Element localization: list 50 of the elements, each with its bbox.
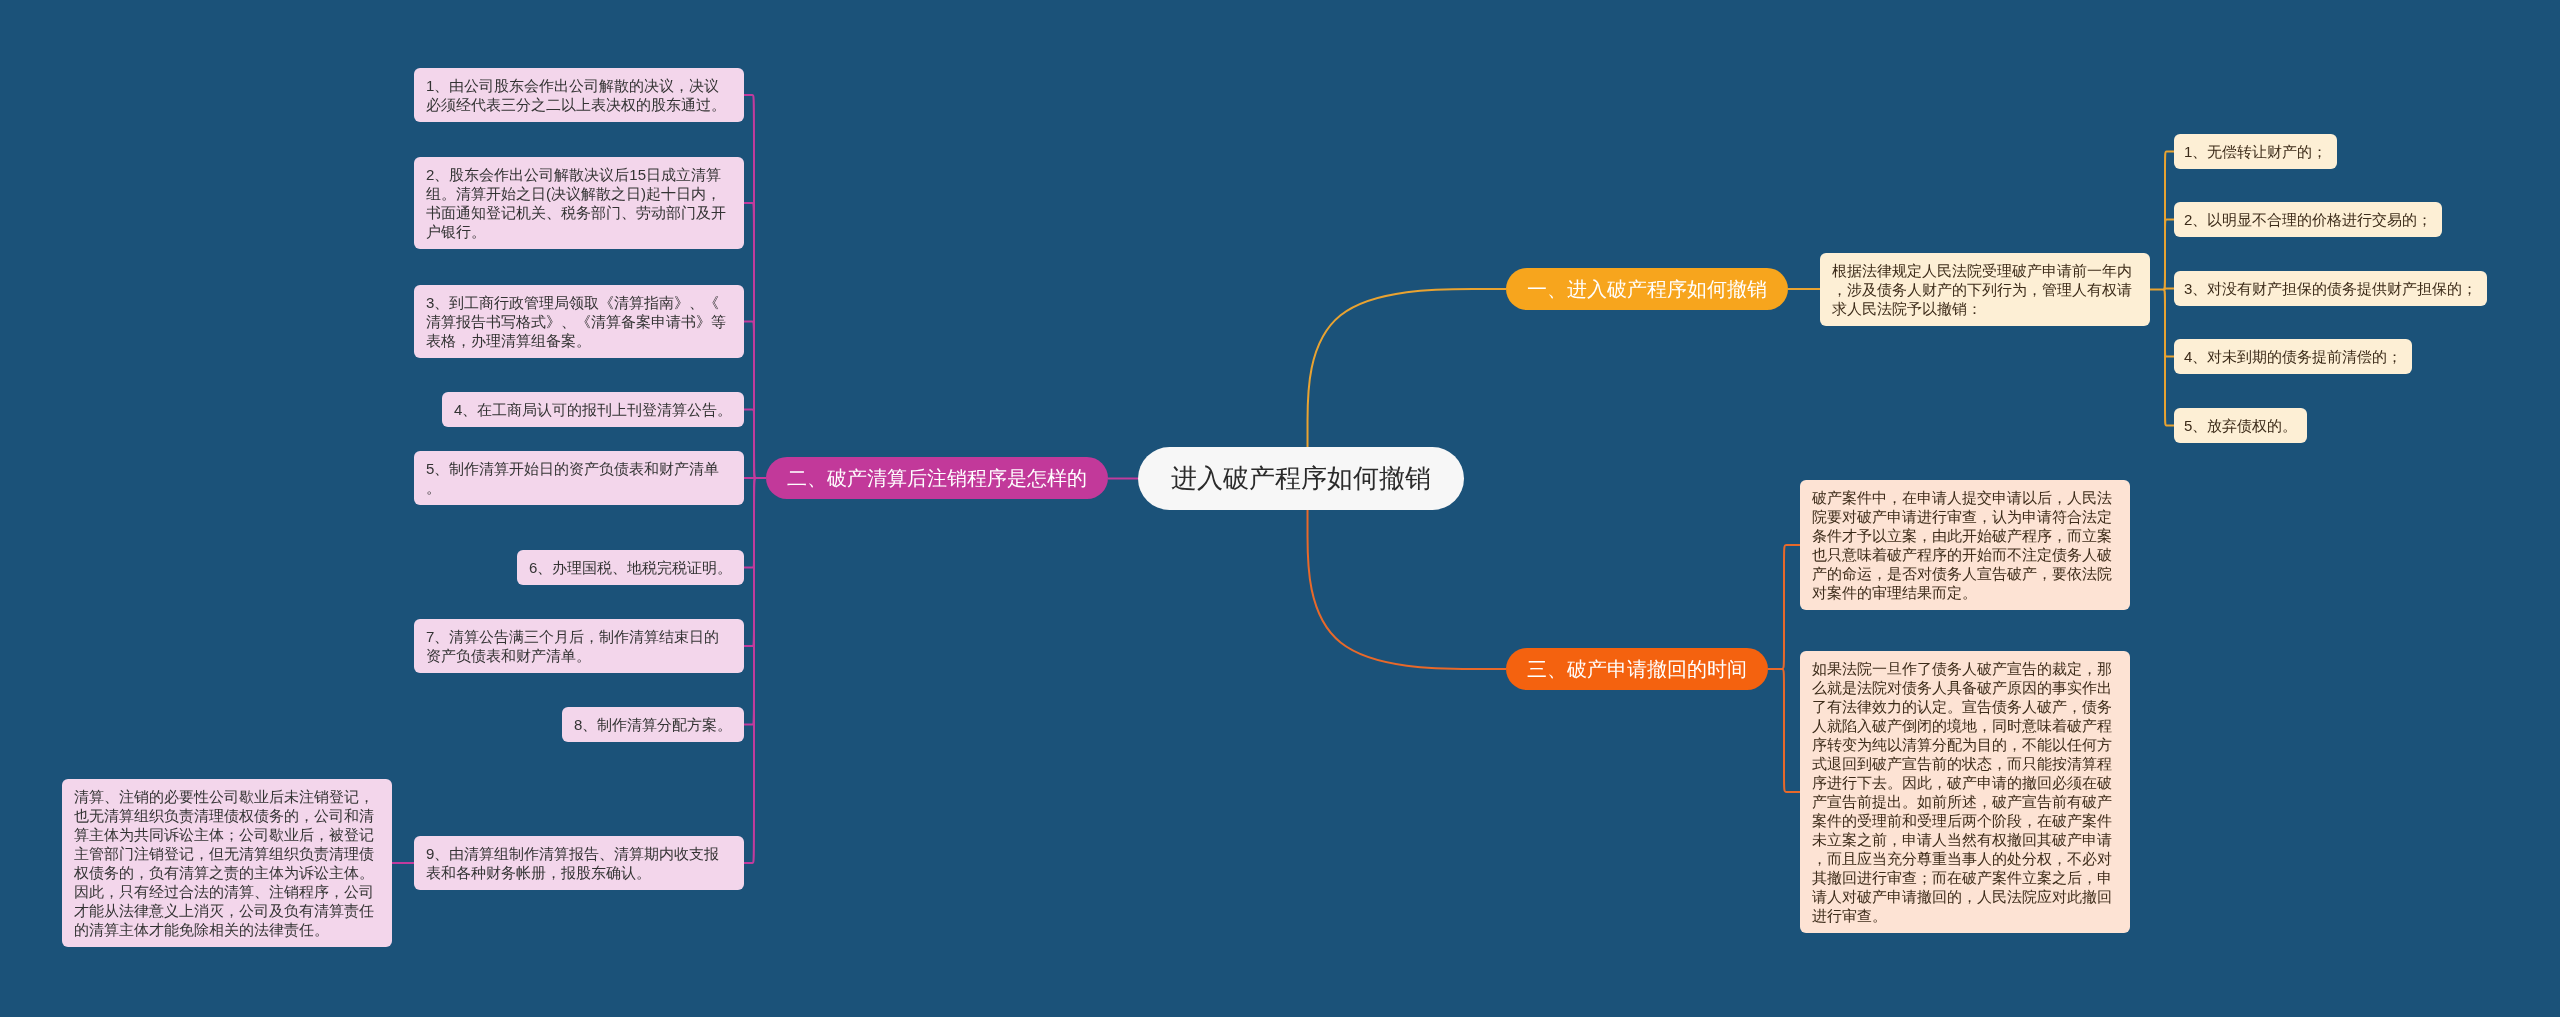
- list-item-text: 3、对没有财产担保的债务提供财产担保的；: [2184, 279, 2478, 298]
- note-card: [414, 68, 744, 122]
- branch-text: 三、破产申请撤回的时间: [1527, 657, 1747, 681]
- note-card: [414, 157, 744, 249]
- note-text: 根据法律规定人民法院受理破产申请前一年内，涉及债务人财产的下列行为，管理人有权请求人民法院予以撤销：: [1832, 261, 2133, 318]
- note-text: 9、由清算组制作清算报告、清算期内收支报表和各种财务帐册，报股东确认。: [426, 844, 721, 882]
- list-item-text: 2、以明显不合理的价格进行交易的；: [2184, 210, 2433, 229]
- topic-text: 进入破产程序如何撤销: [1171, 462, 1431, 495]
- branch-topic: [766, 457, 1108, 499]
- branch-topic: [1506, 268, 1788, 310]
- list-item-card: [2174, 134, 2338, 169]
- note-card: [517, 550, 745, 585]
- note-text: 4、在工商局认可的报刊上刊登清算公告。: [454, 400, 733, 419]
- note-card: [62, 779, 392, 947]
- connector-line: [1767, 544, 1801, 793]
- note-text: 6、办理国税、地税完税证明。: [529, 558, 733, 577]
- note-text: 3、到工商行政管理局领取《清算指南》、《清算报告书写格式》、《清算备案申请书》等表格，办理清算组备案。: [426, 293, 727, 350]
- note-text: 7、清算公告满三个月后，制作清算结束日的资产负债表和财产清单。: [426, 627, 721, 665]
- note-card: [414, 451, 744, 505]
- branch-text: 二、破产清算后注销程序是怎样的: [787, 466, 1087, 490]
- list-item-card: [2174, 202, 2443, 237]
- connector-line: [1306, 509, 1507, 670]
- connector-line: [1787, 288, 1821, 290]
- connector-line: [391, 862, 415, 864]
- note-card: [414, 285, 744, 358]
- note-text: 1、由公司股东会作出公司解散的决议，决议必须经代表三分之二以上表决权的股东通过。: [426, 76, 727, 114]
- list-item-card: [2174, 339, 2413, 374]
- note-card: [442, 392, 745, 427]
- branch-topic: [1506, 648, 1768, 690]
- note-text: 2、股东会作出公司解散决议后15日成立清算组。清算开始之日(决议解散之日)起十日内，书面通知登记机关、税务部门、劳动部门及开户银行。: [426, 165, 727, 241]
- note-text: 如果法院一旦作了债务人破产宣告的裁定，那么就是法院对债务人具备破产原因的事实作出了有法律效力的认定。宣告债务人破产，债务人就陷入破产倒闭的境地，同时意味着破产程序转变为纯以清算分配为目的，不能以任何方式退回到破产宣告前的状态，而只能按清算程序进行下去。因此，破产申请的撤回必须在破产宣告前提出。如前所述，破产宣告前有破产案件的受理前和受理后两个阶段，在破产案件未立案之前，申请人当然有权撤回其破产申请，而且应当充分尊重当事人的处分权，不必对其撤回进行审查；而在破产案件立案之后，申请人对破产申请撤回的，人民法院应对此撤回进行审查。: [1812, 659, 2113, 925]
- note-card: [414, 619, 744, 673]
- note-text: 清算、注销的必要性公司歇业后未注销登记，也无清算组织负责清理债权债务的，公司和清算主体为共同诉讼主体；公司歇业后，被登记主管部门注销登记，但无清算组织负责清理债权债务的，负有清算之责的主体为诉讼主体。因此，只有经过合法的清算、注销程序，公司才能从法律意义上消灭，公司及负有清算责任的清算主体才能免除相关的法律责任。: [74, 787, 375, 939]
- list-item-card: [2174, 271, 2488, 306]
- connector-line: [1107, 477, 1139, 480]
- list-item-text: 5、放弃债权的。: [2184, 416, 2298, 435]
- connector-line: [2149, 150, 2175, 427]
- note-card: [414, 836, 744, 890]
- note-text: 破产案件中，在申请人提交申请以后，人民法院要对破产申请进行审查，认为申请符合法定条件才予以立案，由此开始破产程序，而立案也只意味着破产程序的开始而不注定债务人破产的命运，是否对债务人宣告破产，要依法院对案件的审理结果而定。: [1812, 488, 2113, 602]
- branch-text: 一、进入破产程序如何撤销: [1527, 277, 1767, 301]
- connector-line: [1306, 288, 1507, 448]
- note-card: [562, 707, 745, 742]
- note-card: [1800, 480, 2130, 610]
- note-card: [1820, 253, 2150, 326]
- list-item-text: 4、对未到期的债务提前清偿的；: [2184, 347, 2403, 366]
- note-text: 8、制作清算分配方案。: [574, 715, 733, 734]
- list-item-text: 1、无偿转让财产的；: [2184, 142, 2328, 161]
- connector-line: [743, 94, 767, 864]
- list-item-card: [2174, 408, 2308, 443]
- note-text: 5、制作清算开始日的资产负债表和财产清单。: [426, 459, 721, 497]
